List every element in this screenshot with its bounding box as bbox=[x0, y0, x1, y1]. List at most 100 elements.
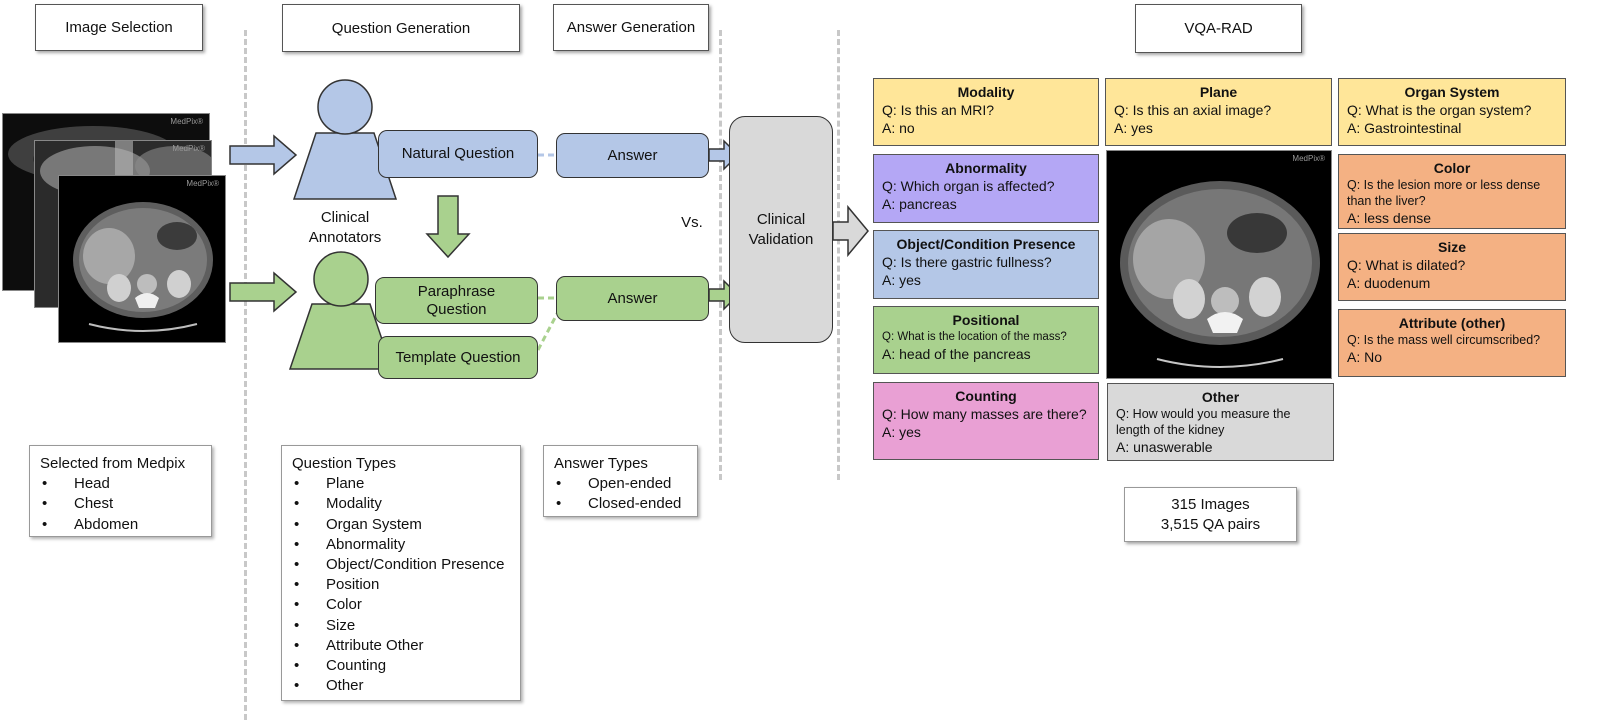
answer-box-top: Answer bbox=[556, 133, 709, 178]
separator-1 bbox=[244, 30, 247, 720]
category-color-title: Color bbox=[1433, 160, 1471, 176]
list-item: Abnormality bbox=[292, 535, 510, 555]
list-item: Other bbox=[292, 676, 510, 696]
category-attribute: Attribute (other) Q: Is the mass well ci… bbox=[1338, 309, 1566, 377]
image-selection-box-title: Selected from Medpix bbox=[40, 455, 186, 472]
category-abnormality-question: Q: Which organ is affected? bbox=[882, 178, 1055, 194]
category-abnormality: Abnormality Q: Which organ is affected? … bbox=[873, 154, 1099, 223]
category-size-question: Q: What is dilated? bbox=[1347, 257, 1466, 273]
question-types-list: Plane Modality Organ System Abnormality … bbox=[292, 474, 510, 696]
category-other-answer: A: unaswerable bbox=[1116, 439, 1213, 455]
watermark-vqa-image: MedPix® bbox=[1292, 154, 1325, 163]
arrow-down-generation bbox=[425, 195, 471, 259]
category-other: Other Q: How would you measure the lengt… bbox=[1107, 383, 1334, 461]
category-presence: Object/Condition Presence Q: Is there ga… bbox=[873, 230, 1099, 299]
template-question-box: Template Question bbox=[378, 336, 538, 379]
paraphrase-question-line1: Paraphrase bbox=[417, 282, 496, 300]
list-item: Abdomen bbox=[40, 515, 201, 535]
paraphrase-question-box: Paraphrase Question bbox=[375, 277, 538, 324]
stats-box: 315 Images 3,515 QA pairs bbox=[1124, 487, 1297, 542]
answer-types-box-title: Answer Types bbox=[554, 455, 648, 472]
list-item: Attribute Other bbox=[292, 636, 510, 656]
category-counting: Counting Q: How many masses are there? A… bbox=[873, 382, 1099, 460]
category-abnormality-answer: A: pancreas bbox=[882, 196, 957, 212]
answer-bottom-label: Answer bbox=[607, 289, 658, 307]
list-item: Head bbox=[40, 474, 201, 494]
annotator-paraphrase-figure bbox=[288, 251, 394, 370]
vqa-rad-ct-image: MedPix® bbox=[1106, 150, 1332, 379]
vs-label: Vs. bbox=[681, 214, 703, 231]
category-presence-answer: A: yes bbox=[882, 272, 921, 288]
category-size-title: Size bbox=[1437, 239, 1466, 255]
medpix-image-abdomen: MedPix® bbox=[58, 175, 226, 343]
header-image-selection-label: Image Selection bbox=[65, 19, 173, 36]
list-item: Counting bbox=[292, 656, 510, 676]
vqa-ct-scan-graphic bbox=[1120, 181, 1320, 368]
image-selection-list: Head Chest Abdomen bbox=[40, 474, 201, 535]
list-item: Position bbox=[292, 575, 510, 595]
answer-types-box: Answer Types Open-ended Closed-ended bbox=[543, 445, 698, 517]
clinical-validation-line1: Clinical bbox=[756, 210, 806, 228]
question-types-box: Question Types Plane Modality Organ Syst… bbox=[281, 445, 521, 701]
category-organ-system-answer: A: Gastrointestinal bbox=[1347, 120, 1462, 136]
category-attribute-answer: A: No bbox=[1347, 349, 1383, 365]
image-selection-box: Selected from Medpix Head Chest Abdomen bbox=[29, 445, 212, 537]
answer-box-bottom: Answer bbox=[556, 276, 709, 321]
header-image-selection: Image Selection bbox=[35, 4, 203, 51]
watermark-head: MedPix® bbox=[170, 117, 203, 126]
separator-2 bbox=[719, 30, 722, 480]
clinical-annotators-line2: Annotators bbox=[308, 229, 382, 246]
category-modality-answer: A: no bbox=[882, 120, 915, 136]
category-positional-title: Positional bbox=[952, 312, 1020, 328]
category-attribute-title: Attribute (other) bbox=[1398, 315, 1506, 331]
clinical-annotators-label: Clinical Annotators bbox=[300, 208, 390, 248]
arrow-to-natural-question bbox=[229, 134, 298, 176]
arrow-to-paraphrase bbox=[229, 271, 298, 313]
list-item: Object/Condition Presence bbox=[292, 555, 510, 575]
stats-images: 315 Images bbox=[1171, 495, 1250, 513]
list-item: Closed-ended bbox=[554, 494, 687, 514]
category-positional-question: Q: What is the location of the mass? bbox=[882, 331, 1067, 343]
list-item: Plane bbox=[292, 474, 510, 494]
list-item: Color bbox=[292, 595, 510, 615]
category-color-answer: A: less dense bbox=[1347, 210, 1432, 226]
list-item: Organ System bbox=[292, 515, 510, 535]
list-item: Size bbox=[292, 616, 510, 636]
category-positional-answer: A: head of the pancreas bbox=[882, 346, 1031, 362]
template-question-label: Template Question bbox=[395, 348, 521, 366]
arrow-validation-to-dataset bbox=[832, 204, 869, 258]
category-positional: Positional Q: What is the location of th… bbox=[873, 306, 1099, 374]
category-counting-title: Counting bbox=[955, 388, 1017, 404]
category-abnormality-title: Abnormality bbox=[945, 160, 1027, 176]
annotator-natural-figure bbox=[292, 79, 398, 200]
connector-template-answer bbox=[536, 311, 560, 351]
answer-top-label: Answer bbox=[607, 146, 658, 164]
clinical-annotators-line1: Clinical bbox=[320, 209, 370, 226]
category-other-question: Q: How would you measure the length of t… bbox=[1116, 407, 1291, 437]
header-question-generation-label: Question Generation bbox=[331, 19, 471, 37]
clinical-validation-line2: Validation bbox=[748, 230, 814, 248]
list-item: Chest bbox=[40, 494, 201, 514]
category-plane-title: Plane bbox=[1199, 84, 1238, 100]
category-plane-question: Q: Is this an axial image? bbox=[1114, 102, 1272, 118]
category-color: Color Q: Is the lesion more or less dens… bbox=[1338, 154, 1566, 229]
watermark-abdomen: MedPix® bbox=[186, 179, 219, 188]
category-size: Size Q: What is dilated? A: duodenum bbox=[1338, 233, 1566, 301]
list-item: Open-ended bbox=[554, 474, 687, 494]
category-color-question: Q: Is the lesion more or less dense than… bbox=[1347, 178, 1541, 208]
category-organ-system-title: Organ System bbox=[1404, 84, 1500, 100]
clinical-validation-box: Clinical Validation bbox=[729, 116, 833, 343]
category-size-answer: A: duodenum bbox=[1347, 275, 1431, 291]
paraphrase-question-line2: Question bbox=[426, 300, 487, 318]
category-organ-system-question: Q: What is the organ system? bbox=[1347, 102, 1532, 118]
category-modality-question: Q: Is this an MRI? bbox=[882, 102, 995, 118]
separator-3 bbox=[837, 30, 840, 480]
category-counting-question: Q: How many masses are there? bbox=[882, 406, 1087, 422]
natural-question-box: Natural Question bbox=[378, 130, 538, 178]
category-attribute-question: Q: Is the mass well circumscribed? bbox=[1347, 333, 1541, 347]
answer-types-list: Open-ended Closed-ended bbox=[554, 474, 687, 515]
category-counting-answer: A: yes bbox=[882, 424, 921, 440]
abdomen-ct-graphic bbox=[73, 202, 213, 332]
category-other-title: Other bbox=[1201, 389, 1240, 405]
